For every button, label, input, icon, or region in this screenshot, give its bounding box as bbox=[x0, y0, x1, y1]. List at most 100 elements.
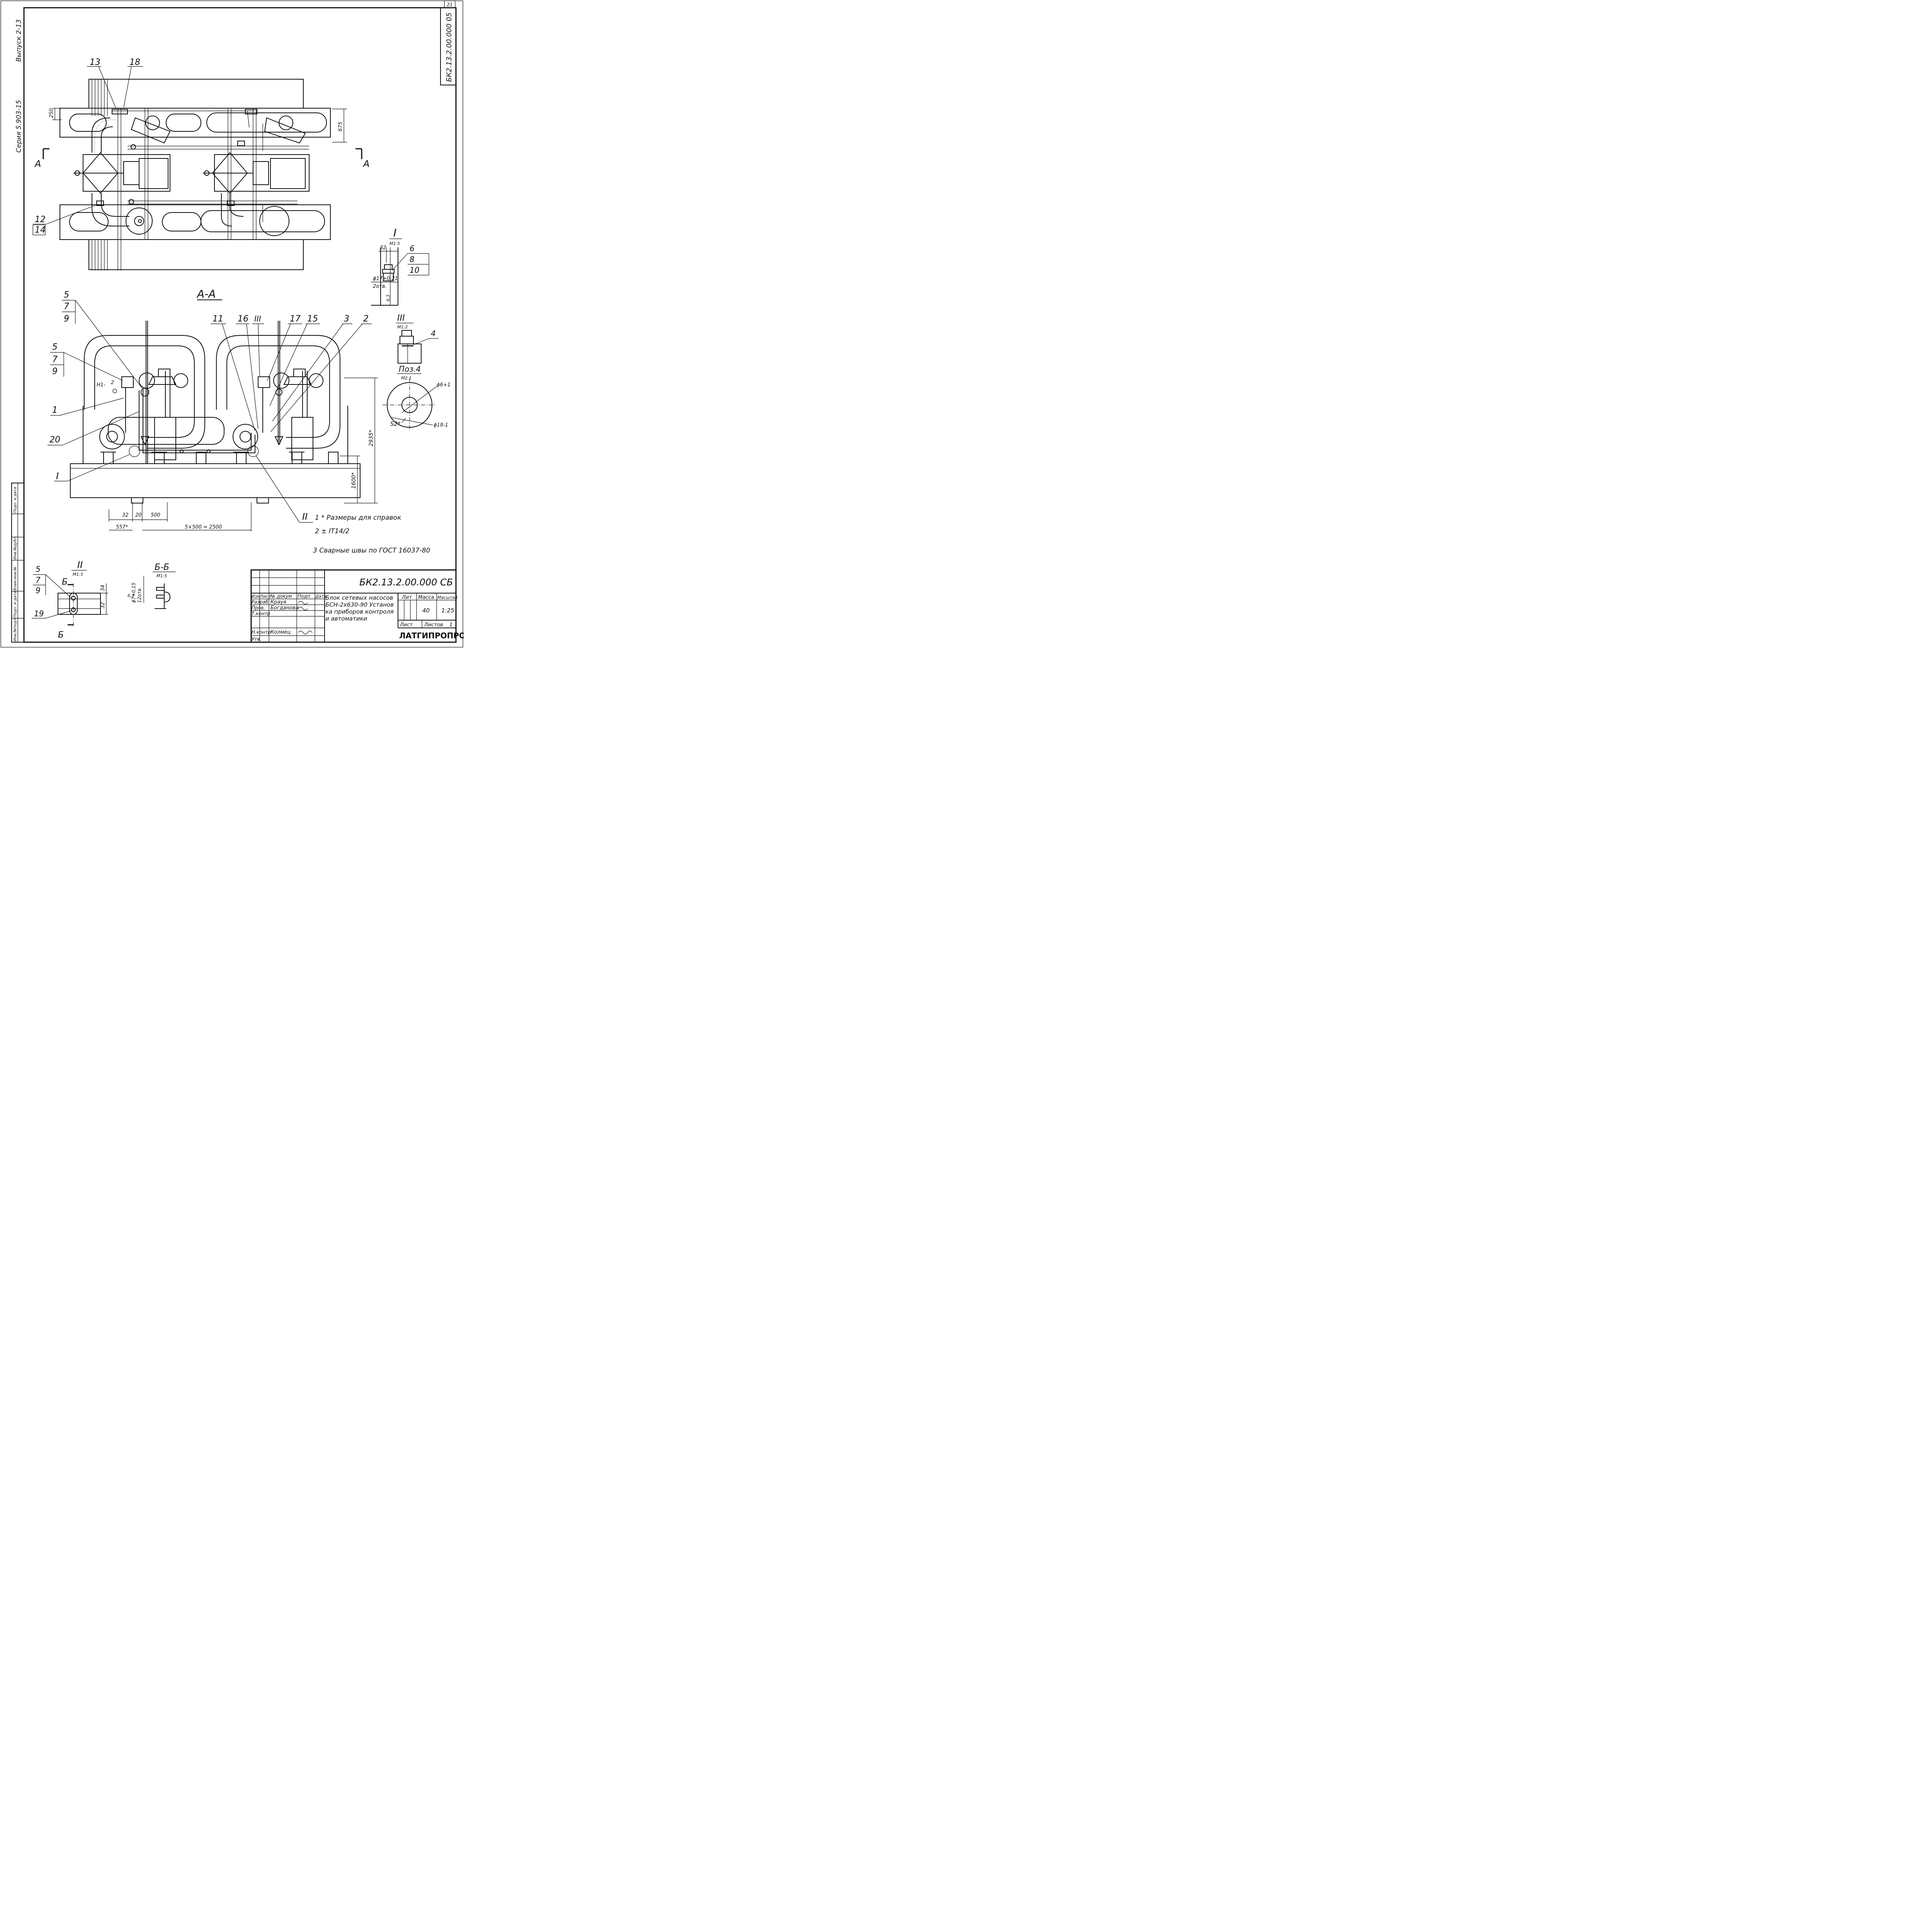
stamp-field-2: Подп. и дата bbox=[13, 591, 17, 617]
pos4-scale: М2:1 bbox=[401, 376, 412, 381]
callout-10: 10 bbox=[410, 265, 419, 275]
plan-view: 250 675 А А 13 18 12 14 bbox=[32, 58, 369, 270]
dim-2500: 5×500 = 2500 bbox=[185, 524, 222, 530]
detail-III: III М1:2 4 bbox=[396, 313, 439, 364]
series-label: Серия 5.903-15 bbox=[15, 100, 23, 153]
detail-I-weld: 6,3 bbox=[386, 295, 391, 302]
tb-header-doc: № докум bbox=[270, 594, 292, 599]
callout-9a: 9 bbox=[64, 314, 69, 324]
note-3: 3 Сварные швы по ГОСТ 16037-80 bbox=[313, 547, 430, 554]
note-1: 1 * Размеры для справок bbox=[315, 514, 401, 522]
tb-header-date: Дата bbox=[315, 594, 327, 599]
callout-12: 12 bbox=[35, 215, 46, 224]
section-bb: Б-Б М1:5 ϕ7+0,15 12отв. 6,3 bbox=[128, 563, 176, 609]
tb-sheet-label: Лист bbox=[400, 622, 413, 628]
callout-2: 2 bbox=[363, 314, 369, 324]
pos4-washer: Поз.4 М2:1 ϕ6+1 ϕ18-1 S2* bbox=[383, 364, 451, 431]
signature-nkontr bbox=[298, 631, 313, 634]
stamp-field-5: Подп. и дата bbox=[13, 487, 17, 513]
tb-header-izm: Изм bbox=[252, 594, 260, 599]
callout-18: 18 bbox=[129, 58, 140, 67]
tb-name-line-3: ка приборов контроля bbox=[325, 608, 394, 615]
callout-1: 1 bbox=[52, 405, 58, 415]
detail-I: I М1:5 32 6 8 10 ϕ17+0,21 2отв. 6,3 bbox=[371, 226, 429, 306]
tb-organization: ЛАТГИПРОПРОМ bbox=[399, 631, 464, 640]
callout-5b: 5 bbox=[52, 342, 58, 352]
sheet-corner-box bbox=[444, 0, 456, 8]
callout-9b: 9 bbox=[52, 367, 58, 376]
tb-header-list: Лист bbox=[260, 594, 271, 599]
callout-13: 13 bbox=[90, 58, 100, 67]
callout-II-7: 7 bbox=[36, 575, 41, 585]
section-mark-a-left: А bbox=[34, 158, 41, 169]
tb-role-razrab: Разраб. bbox=[252, 599, 270, 605]
callout-III: III bbox=[254, 314, 261, 323]
outer-frame bbox=[0, 0, 463, 648]
tb-name-line-2: БСН-2х630-90 Установ bbox=[325, 601, 394, 608]
stamp-field-1: Инв.№подл bbox=[13, 618, 17, 641]
callout-3: 3 bbox=[344, 314, 349, 324]
detail-III-scale: М1:2 bbox=[397, 325, 408, 330]
detail-I-dim: 32 bbox=[380, 245, 386, 251]
dim-20: 20 bbox=[135, 512, 142, 518]
signature-razrab bbox=[298, 601, 308, 605]
dim-500: 500 bbox=[151, 512, 160, 518]
callout-II-5: 5 bbox=[36, 565, 41, 574]
callout-17: 17 bbox=[290, 314, 301, 324]
signature-prov bbox=[298, 607, 308, 611]
section-bb-title: Б-Б bbox=[155, 563, 169, 572]
pos4-thickness: S2* bbox=[390, 420, 401, 427]
drawing-sheet: 21 БК2.13.2.00.000 05 Серия 5.903-15 Вып… bbox=[0, 0, 464, 648]
detail-III-title: III bbox=[397, 313, 405, 323]
tb-role-nkontr: Н.контр bbox=[252, 629, 271, 635]
callout-7a: 7 bbox=[64, 302, 69, 311]
tb-designation: БК2.13.2.00.000 СБ bbox=[359, 577, 453, 588]
issue-label: Выпуск 2-13 bbox=[15, 19, 23, 62]
callout-7b: 7 bbox=[52, 355, 58, 364]
pos4-d-inner: ϕ6+1 bbox=[437, 382, 451, 388]
callout-stack-5-7-9-top: 5 7 9 bbox=[62, 290, 144, 391]
callout-16: 16 bbox=[238, 314, 248, 324]
dim-2935: 2935* bbox=[368, 430, 374, 446]
tb-role-utv: Утв. bbox=[252, 636, 261, 642]
tb-sheets-label: Листов bbox=[424, 622, 443, 628]
dim-250: 250 bbox=[49, 108, 54, 118]
section-mark-b-top: Б bbox=[62, 577, 68, 587]
callout-stack-5-7-9-mid: 5 7 9 bbox=[50, 342, 123, 381]
dim-557: 557* bbox=[116, 524, 128, 530]
callout-I: I bbox=[56, 471, 59, 481]
detail-I-holes: 2отв. bbox=[373, 284, 387, 289]
detail-I-scale: М1:5 bbox=[389, 241, 400, 246]
detail-I-hole: ϕ17+0,21 bbox=[373, 276, 398, 282]
drawing-number-vertical: БК2.13.2.00.000 05 bbox=[445, 12, 453, 82]
left-stamp-strip: Инв.№подл Подп. и дата Взам.инв.№ Инв.№д… bbox=[11, 483, 24, 643]
section-aa-view: А-А bbox=[48, 287, 378, 531]
section-mark-b-bottom: Б bbox=[58, 630, 64, 640]
dim-32: 32 bbox=[122, 512, 129, 518]
tb-mass-label: Масса bbox=[418, 595, 434, 600]
tb-mass-value: 40 bbox=[422, 607, 430, 614]
callout-II-9: 9 bbox=[36, 586, 41, 595]
section-mark-a-right: А bbox=[362, 158, 369, 169]
section-bb-weld: 6,3 bbox=[128, 593, 134, 598]
sheet-corner-number: 21 bbox=[447, 2, 452, 7]
detail-II-scale: М1:5 bbox=[73, 572, 83, 577]
tb-name-line-4: и автоматики bbox=[325, 615, 367, 622]
tb-lit-label: Лит bbox=[401, 595, 412, 600]
section-aa-title: А-А bbox=[196, 287, 216, 300]
stamp-field-4: Инв.№дубл. bbox=[13, 536, 17, 560]
stamp-field-3: Взам.инв.№ bbox=[13, 566, 17, 590]
tb-role-tkontr: Т.контр bbox=[252, 611, 270, 616]
tb-name-nkontr: Колмец bbox=[270, 629, 291, 635]
level-value: 2 bbox=[111, 380, 114, 386]
pos4-title: Поз.4 bbox=[399, 364, 421, 374]
callout-11: 11 bbox=[213, 314, 223, 324]
callout-20: 20 bbox=[49, 435, 60, 445]
detail-II: II М1:5 Б Б 34 32 5 7 9 19 bbox=[32, 560, 108, 640]
detail-I-title: I bbox=[393, 226, 396, 239]
callout-14: 14 bbox=[35, 225, 46, 235]
section-bb-scale: М1:5 bbox=[156, 573, 167, 578]
section-bb-hole: ϕ7+0,15 bbox=[131, 583, 136, 603]
tb-name-razrab: Крауя bbox=[270, 599, 286, 605]
tb-name-line-1: Блок сетевых насосов bbox=[325, 594, 393, 601]
